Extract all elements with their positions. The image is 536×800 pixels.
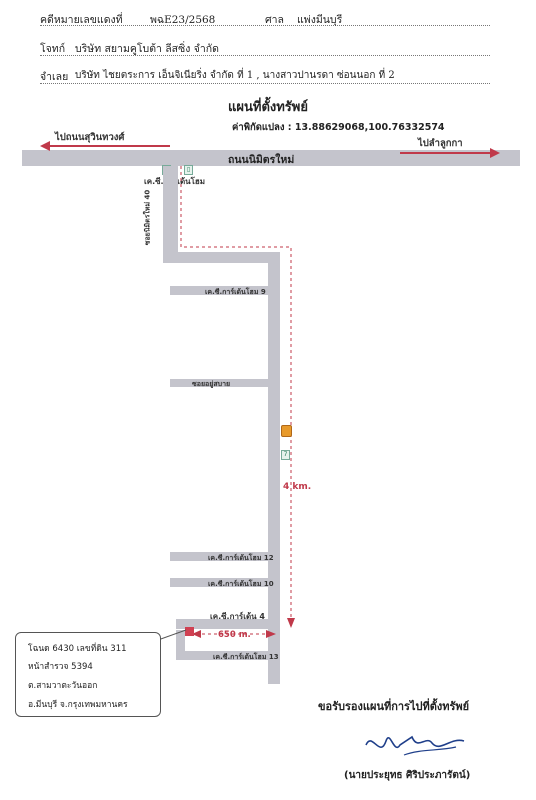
side-road-1 — [170, 286, 270, 295]
defendant-label: จำเลย — [40, 71, 69, 83]
defendant-name: บริษัท ไชยตระการ เอ็นจิเนียริ่ง จำกัด ที… — [75, 70, 395, 81]
main-road — [22, 150, 520, 166]
shop-icon: ▯ — [184, 165, 193, 175]
side-road-4 — [170, 578, 270, 587]
left-direction-label: ไปถนนสุวินทวงศ์ — [55, 132, 125, 143]
defendant-line — [40, 82, 490, 84]
side-road-label: ซอยอยู่สบาย — [192, 380, 231, 388]
signature — [365, 735, 465, 756]
plaintiff-name: บริษัท สยามคูโบต้า ลีสซิ่ง จำกัด — [75, 43, 219, 55]
signer-name: (นายประยุทธ ศิริประภารัตน์) — [344, 770, 471, 781]
property-access-road — [176, 630, 185, 660]
side-road-2 — [170, 379, 270, 387]
distance-short-label: 650 m. — [218, 630, 251, 640]
route-path — [180, 166, 295, 638]
side-road-label: เค.ซี.การ์เด้นโฮม 9 — [205, 288, 266, 296]
side-road-6 — [176, 651, 270, 660]
certify-text: ขอรับรองแผนที่การไปที่ตั้งทรัพย์ — [318, 700, 470, 713]
plaintiff-line — [40, 54, 490, 56]
map-area: ถนนนิมิตรใหม่ ไปถนนสุวินทวงศ์ ไปลำลูกกา … — [0, 130, 536, 690]
soi-upper-road — [163, 166, 178, 261]
side-road-label: เค.ซี.การ์เด้นโฮม 13 — [213, 653, 279, 661]
property-marker — [185, 627, 194, 636]
distance-long-label: 4 km. — [283, 482, 312, 492]
side-road-label: เค.ซี.การ์เด้น 4 — [210, 612, 265, 621]
seven-eleven-icon: 7 — [281, 450, 290, 460]
court-name: แพ่งมีนบุรี — [297, 14, 343, 26]
case-number: พฉE23/2568 — [150, 14, 216, 26]
right-direction-arrow — [400, 148, 500, 158]
main-soi-road — [268, 252, 280, 684]
callout-pointer — [157, 629, 187, 641]
side-road-5 — [176, 619, 270, 629]
main-road-label: ถนนนิมิตรใหม่ — [228, 154, 295, 166]
right-direction-label: ไปลำลูกกา — [418, 138, 463, 149]
gas-station-icon — [281, 425, 292, 437]
case-line — [40, 24, 490, 26]
property-info-box: โฉนด 6430 เลขที่ดิน 311 หน้าสำรวจ 5394 ต… — [15, 632, 161, 717]
district-line: อ.มีนบุรี จ.กรุงเทพมหานคร — [28, 700, 128, 710]
side-road-label: เค.ซี.การ์เด้นโฮม 10 — [208, 580, 274, 588]
connector-road — [163, 252, 278, 263]
left-direction-arrow — [40, 141, 170, 151]
coordinates: ค่าพิกัดแปลง : 13.88629068,100.76332574 — [232, 122, 445, 133]
plaintiff-label: โจทก์ — [40, 43, 66, 55]
case-label: คดีหมายเลขแดงที่ — [40, 14, 123, 26]
deed-line: โฉนด 6430 เลขที่ดิน 311 — [28, 644, 127, 654]
map-title: แผนที่ตั้งทรัพย์ — [228, 100, 308, 115]
subdistrict-line: ต.สามวาตะวันออก — [28, 681, 98, 691]
survey-line: หน้าสำรวจ 5394 — [28, 662, 93, 672]
side-road-3 — [170, 552, 270, 561]
side-road-label: เค.ซี.การ์เด้นโฮม 12 — [208, 554, 274, 562]
court-label: ศาล — [265, 14, 284, 26]
